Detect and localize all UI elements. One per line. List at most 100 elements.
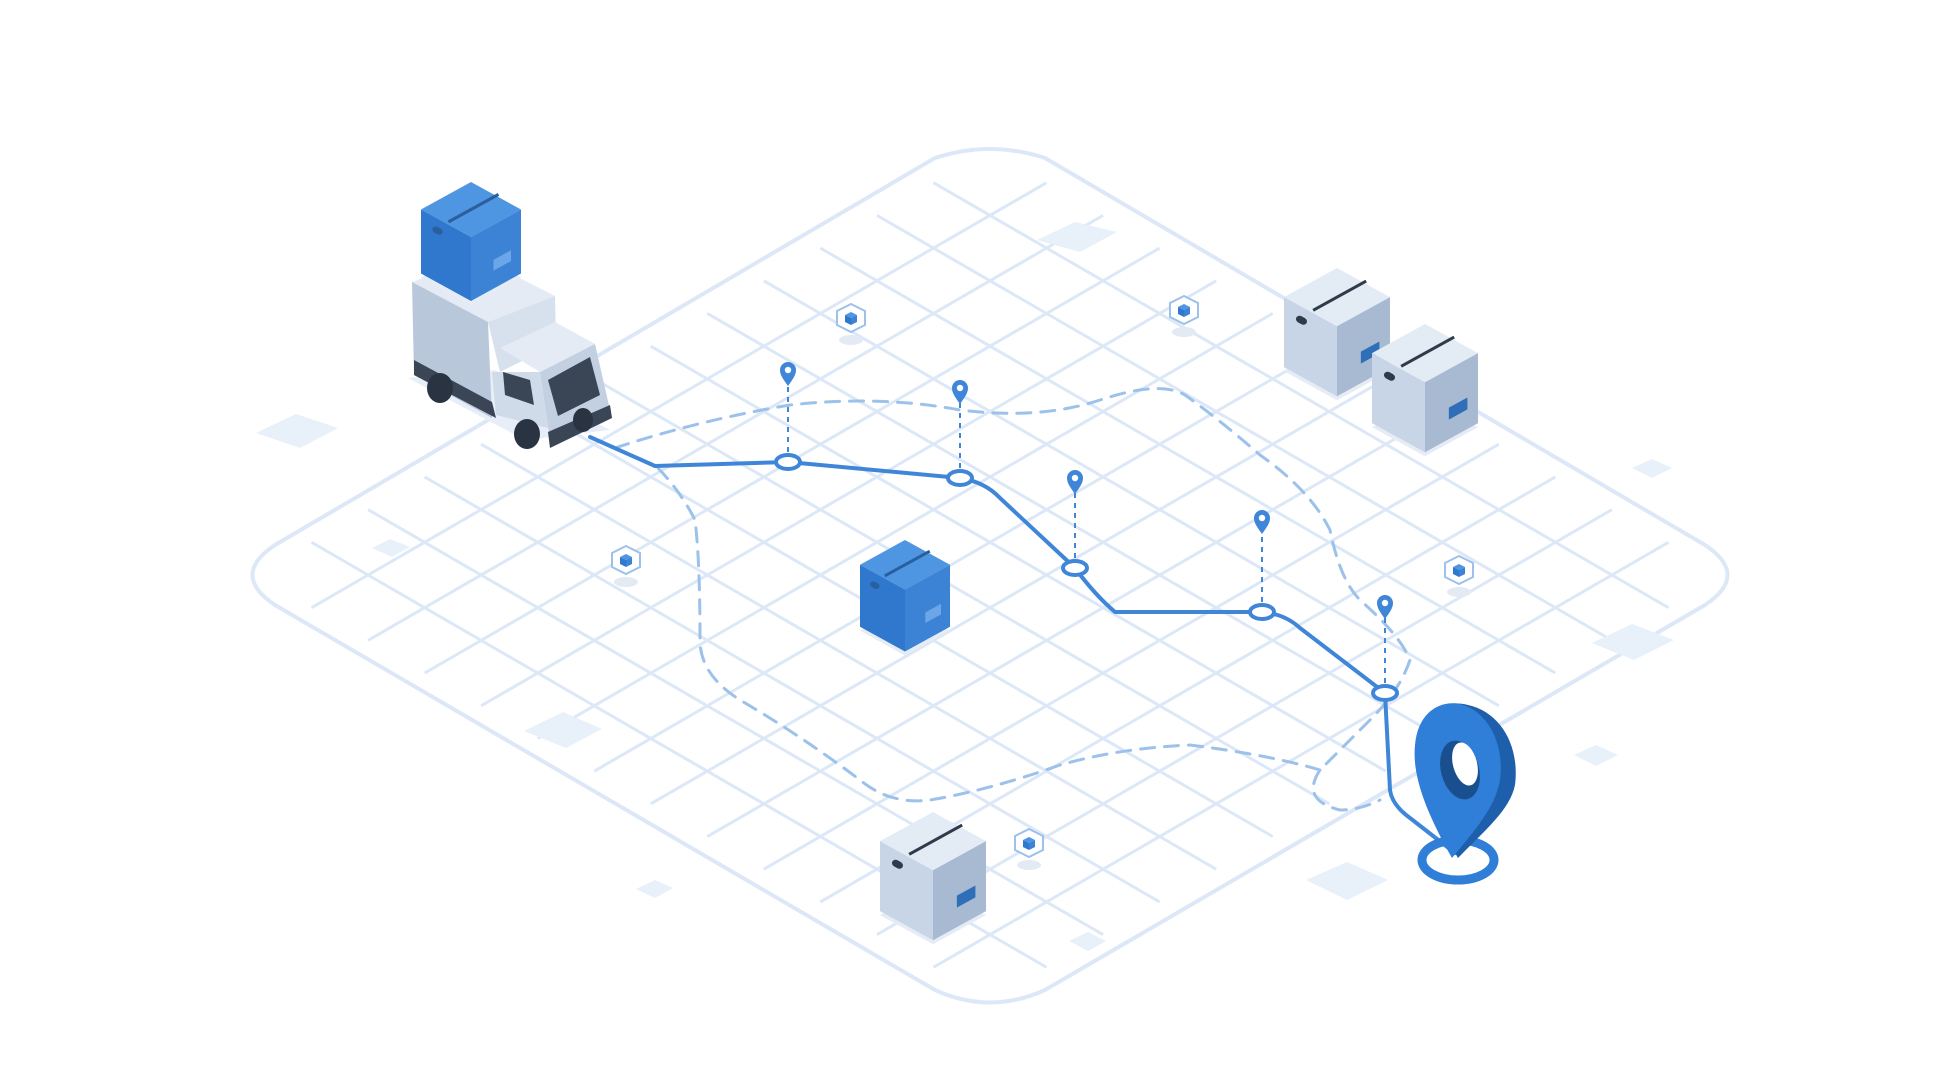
box-tape [1400,335,1455,368]
cargo-box-icon [421,182,521,305]
marker-cube-left [1178,307,1184,317]
truck-side-window [503,372,534,405]
marker-cube-right [1459,567,1465,577]
marker-cube-right [626,557,632,567]
tile [1574,745,1618,766]
box-left [1284,297,1337,397]
package-markers [611,294,1474,870]
waypoints [774,362,1399,702]
destination-pin-icon [1414,703,1516,885]
grid-line [423,475,1161,904]
waypoint [1371,595,1399,702]
marker-cube-left [1023,840,1029,850]
box-right [933,841,986,941]
marker-shadow [614,577,638,587]
waypoint-ring [1061,559,1089,577]
grid-line [536,312,1274,740]
waypoint-pin-dot [1381,599,1389,607]
waypoint-ring [1248,603,1276,621]
grid-lines [310,181,1670,969]
grid-line [310,181,1048,609]
grid-line [480,442,1217,871]
warehouse-box-icon [1284,268,1390,401]
marker-cube-right [1184,307,1190,317]
box-tape [908,823,963,856]
truck-windshield [548,357,600,416]
waypoint-pin-icon [952,380,968,404]
truck-wheel [573,408,593,432]
grid-line [763,279,1500,708]
box-right [1425,353,1478,453]
warehouse-boxes [860,268,1478,945]
box-label [956,885,976,908]
grid-line [650,344,1387,773]
tile [524,712,602,748]
small-package-icon [1014,827,1044,870]
waypoint [1061,470,1089,577]
grid-line [932,181,1670,609]
small-package-icon [611,544,641,587]
marker-cube-left [620,557,626,567]
tile [1069,932,1106,951]
box-label [493,250,511,271]
marker-shadow [839,335,863,345]
grid-line [876,214,1613,642]
box-label [1448,397,1468,420]
truck-cargo-right [488,296,556,372]
grid-line [650,377,1387,806]
box-right [905,564,950,652]
waypoint-pin-dot [784,366,792,374]
alternate-route-dashed [613,387,1412,812]
marker-shadow [1172,327,1196,337]
tile [1037,222,1117,252]
grid-line [932,541,1670,969]
tile [256,414,338,448]
box-handle [1295,315,1308,325]
grid-line [480,279,1217,708]
truck-wheel [514,419,540,449]
marker-shadow [1447,587,1471,597]
grid-line [367,214,1104,642]
grid-line [706,410,1444,838]
cargo-box-icon [860,540,950,656]
waypoint [1248,510,1276,621]
waypoint [946,380,974,487]
tile [1592,624,1674,660]
small-package-icon [1444,554,1474,597]
main-route [588,435,1457,855]
box-tape [884,549,931,578]
box-label [925,603,941,624]
grid-tiles [256,222,1674,951]
box-handle [1383,371,1396,381]
waypoint-ring [946,469,974,487]
waypoint-pin-dot [956,384,964,392]
waypoint-pin-icon [1067,470,1083,494]
tile [1632,459,1672,478]
marker-cube-right [1029,840,1035,850]
marker-cube-left [1453,567,1459,577]
grid-line [593,344,1330,773]
truck-cabin-top [500,322,595,372]
warehouse-box-icon [880,812,986,945]
waypoint-pin-dot [1071,474,1079,482]
small-package-icon [1169,294,1199,337]
grid-board [250,147,1730,1005]
box-left [880,841,933,941]
marker-cube-right [851,315,857,325]
small-package-icon [836,302,866,345]
tile [372,539,410,557]
box-handle [870,581,880,589]
grid-outline [250,147,1730,1005]
marker-shadow [1017,860,1041,870]
box-tape [447,193,500,224]
truck-wheel [427,373,453,403]
cargo-box-icon [421,182,521,305]
waypoint-pin-dot [1258,514,1266,522]
waypoint-pin-icon [780,362,796,386]
waypoint-pin-icon [1377,595,1393,619]
box-label [1360,341,1380,364]
tile [1306,862,1388,900]
box-tape [1312,279,1367,312]
